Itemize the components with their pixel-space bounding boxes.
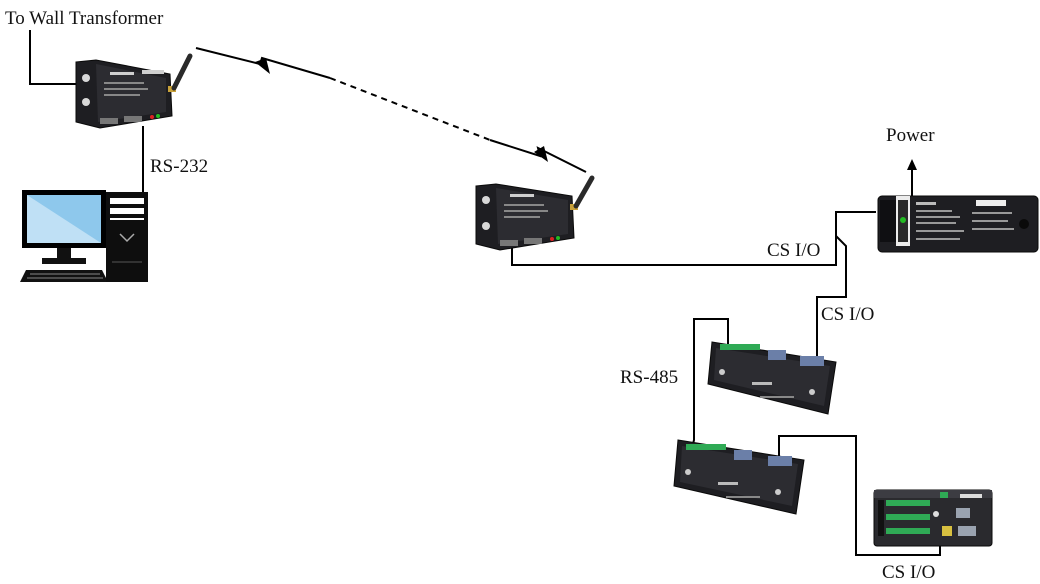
datalogger-cs-io-cable [778, 435, 941, 556]
computer-icon [20, 190, 148, 282]
cs-io-datalogger-label: CS I/O [882, 562, 936, 583]
rf-radio-base [75, 59, 176, 129]
interface-module-upper [707, 341, 837, 415]
rs485-cable [692, 318, 729, 445]
interface-module-lower [673, 439, 805, 515]
datalogger [873, 489, 993, 547]
rs485-label: RS-485 [620, 367, 679, 388]
radio-link [195, 47, 587, 173]
radio-cs-io-cable [511, 211, 876, 266]
wall-transformer-wire [29, 30, 78, 85]
rf-radio-remote [475, 183, 578, 251]
rf-radio-remote-antenna-icon [573, 175, 595, 209]
rs232-label: RS-232 [150, 156, 209, 177]
rf-radio-base-antenna-icon [171, 53, 193, 91]
power-label: Power [886, 125, 935, 146]
ps-cs-io-cable [816, 235, 847, 362]
wall-transformer-label: To Wall Transformer [5, 8, 164, 29]
cs-io-power-supply-label: CS I/O [821, 304, 875, 325]
power-arrow-icon [907, 159, 917, 196]
cs-io-radio-label: CS I/O [767, 240, 821, 261]
power-supply [877, 195, 1039, 253]
